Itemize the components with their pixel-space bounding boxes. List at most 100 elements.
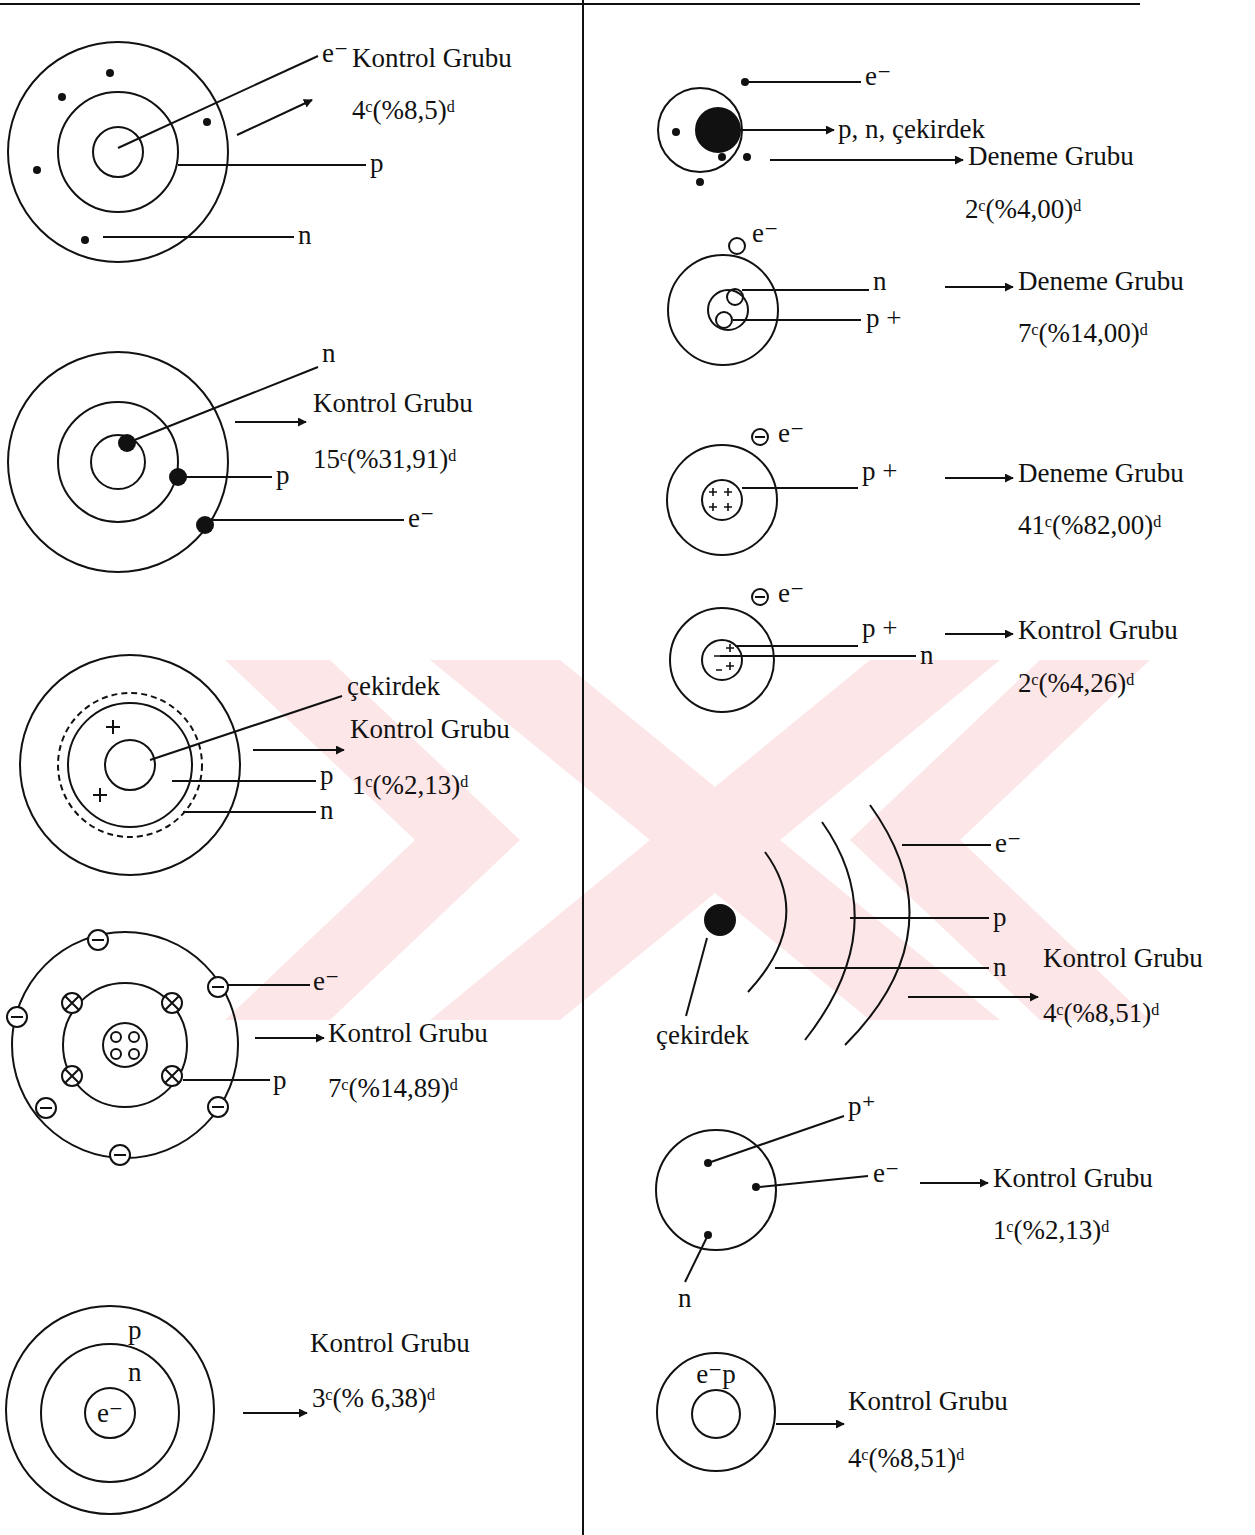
group-label: Deneme Grubu	[1018, 268, 1184, 295]
group-label: Deneme Grubu	[1018, 460, 1184, 487]
leader-line	[205, 519, 404, 521]
group-label: Deneme Grubu	[968, 143, 1134, 170]
circle-outline	[41, 1344, 179, 1482]
particle-label: e⁻	[778, 580, 804, 607]
part-label: çekirdek	[347, 673, 440, 700]
dot	[743, 153, 751, 161]
count-percentage: 7ᶜ(%14,89)ᵈ	[328, 1075, 458, 1102]
electron-symbols	[7, 930, 228, 1165]
count-percentage: 2ᶜ(%4,00)ᵈ	[965, 196, 1082, 223]
circled-minus	[7, 1007, 27, 1027]
atom-ring	[20, 655, 240, 875]
particle-label: p	[370, 150, 384, 177]
dot	[672, 128, 680, 136]
electron	[729, 238, 745, 254]
particle-label: e⁻	[995, 830, 1021, 857]
arrow	[776, 1423, 844, 1425]
particle-label: e⁻	[778, 420, 804, 447]
plus-sign	[93, 788, 107, 802]
electron-dots	[672, 78, 751, 186]
dot	[58, 93, 66, 101]
leader-line	[775, 967, 989, 969]
leader-line	[183, 1079, 270, 1081]
part-label: p, n, çekirdek	[838, 116, 985, 143]
atom-middle-ring: ne⁻	[40, 1343, 180, 1483]
circled-minus	[208, 1097, 228, 1117]
circle-outline	[85, 1388, 135, 1438]
particle-label: p	[276, 462, 290, 489]
plus-sign	[106, 720, 120, 734]
nucleus	[696, 108, 740, 152]
leader-line	[103, 236, 294, 238]
leader-line	[178, 164, 366, 166]
count-percentage: 15ᶜ(%31,91)ᵈ	[313, 446, 457, 473]
atom-ring	[658, 88, 742, 172]
cross	[165, 1069, 179, 1083]
particle-label: p	[320, 762, 334, 789]
circled-minus	[208, 977, 228, 997]
atom-outer-ring: pne⁻	[5, 1305, 215, 1515]
particle-label: e⁻	[322, 40, 348, 67]
dot	[752, 1183, 760, 1191]
column-divider	[582, 0, 584, 1535]
circled-minus	[110, 1145, 130, 1165]
dot	[203, 118, 211, 126]
dot	[696, 178, 704, 186]
arrow	[770, 159, 963, 161]
leader-line	[708, 1116, 844, 1163]
particle-label: n	[298, 222, 312, 249]
plus-signs	[709, 488, 732, 511]
particle-label: e⁻	[873, 1160, 899, 1187]
nucleon	[129, 1032, 139, 1042]
leader-line	[686, 938, 707, 1016]
atom-ring	[12, 932, 238, 1158]
particle-label: e⁻	[408, 505, 434, 532]
particle-label: n	[128, 1359, 142, 1386]
cross	[165, 996, 179, 1010]
neutron	[727, 289, 743, 305]
proton	[716, 312, 732, 328]
arrow	[740, 129, 834, 131]
arrow	[237, 100, 312, 135]
page-frame	[0, 0, 1140, 1535]
orbit-arc	[845, 805, 910, 1045]
leader-line	[720, 655, 916, 657]
group-label: Kontrol Grubu	[1018, 617, 1178, 644]
leader-line	[745, 81, 861, 83]
group-label: Kontrol Grubu	[1043, 945, 1203, 972]
atom-ring	[668, 255, 778, 365]
circled-x	[62, 1066, 82, 1086]
count-percentage: 4ᶜ(%8,51)ᵈ	[848, 1445, 965, 1472]
atom-circle: e⁻p	[656, 1352, 776, 1472]
particle-label: n	[322, 340, 336, 367]
arrow	[253, 749, 344, 751]
circled-x	[62, 993, 82, 1013]
minus	[212, 1106, 224, 1108]
leader-line	[733, 319, 861, 321]
atom-ring	[667, 445, 777, 555]
nucleus	[705, 905, 735, 935]
group-label: Kontrol Grubu	[350, 716, 510, 743]
nucleus	[708, 290, 748, 330]
particle-label: p +	[862, 458, 897, 485]
arrow	[945, 477, 1013, 479]
electron-dots	[33, 69, 211, 244]
minus	[755, 436, 765, 438]
atom-ring	[91, 435, 145, 489]
top-rule	[0, 3, 1140, 5]
group-label: Kontrol Grubu	[993, 1165, 1153, 1192]
particle-label: e⁻p	[696, 1361, 736, 1388]
arrow	[908, 996, 1038, 998]
circled-minus	[752, 589, 768, 605]
particle-label: p	[993, 904, 1007, 931]
minus	[92, 939, 104, 941]
proton-symbols	[62, 993, 182, 1086]
dot	[718, 153, 726, 161]
count-percentage: 3ᶜ(% 6,38)ᵈ	[312, 1385, 435, 1412]
atom-ring	[670, 608, 774, 712]
group-label: Kontrol Grubu	[848, 1388, 1008, 1415]
arrow	[945, 633, 1013, 635]
count-percentage: 4ᶜ(%8,5)ᵈ	[352, 97, 455, 124]
atom-core: e⁻	[84, 1387, 136, 1439]
group-label: Kontrol Grubu	[313, 390, 473, 417]
